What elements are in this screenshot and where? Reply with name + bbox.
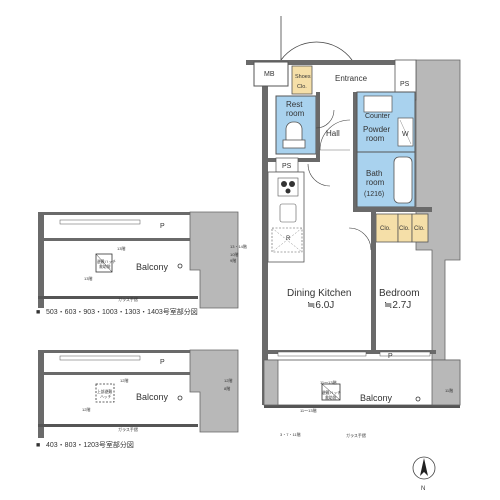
var-b-balcony-label: Balcony — [136, 392, 169, 402]
bath-size-label: (1216) — [364, 191, 384, 198]
var-a-tag-4: 9階 — [230, 257, 236, 263]
closet-3-label: Clo. — [414, 226, 425, 232]
shoes-label: Shoes — [295, 74, 311, 80]
powder-label-2: room — [366, 134, 385, 143]
main-tag-1: 11〜13階 — [320, 379, 337, 385]
restroom-label-1: Rest — [286, 100, 303, 109]
north-compass-icon — [412, 456, 436, 480]
hall-door-icon — [319, 119, 351, 151]
bath-label-2: room — [366, 178, 385, 187]
var-a-tag-5: 13階 — [84, 275, 92, 281]
closet-1-label: Clo. — [380, 226, 391, 232]
bedroom-label: Bedroom — [379, 288, 420, 299]
var-b-tag-3: 8階 — [224, 385, 230, 391]
dining-kitchen-label: Dining Kitchen — [287, 288, 351, 299]
hall-label: Hall — [326, 129, 340, 138]
var-a-hatch-1: 避難ハッチ — [97, 259, 116, 264]
closet-3 — [411, 213, 429, 243]
mb-box — [253, 61, 289, 87]
var-a-tag-3: 10階 — [230, 251, 238, 257]
var-a-glass-rail: ガラス手摺 — [118, 296, 138, 302]
var-b-tag-2: 12階 — [224, 377, 232, 383]
main-glass-rail: ガラス手摺 — [346, 432, 366, 438]
var-b-caption-bullet: ■ — [36, 442, 40, 449]
north-label: N — [421, 486, 425, 492]
ps-mid-label: PS — [282, 163, 292, 170]
var-b-glass-rail: ガラス手摺 — [118, 426, 138, 432]
var-a-p-label: P — [160, 223, 165, 230]
dining-kitchen-size: ≒6.0J — [307, 300, 334, 311]
var-b-hatch-2: ハッチ — [100, 394, 112, 399]
variant-b-plan — [38, 349, 239, 438]
counter — [363, 95, 393, 113]
var-b-tag-4: 12階 — [82, 406, 90, 412]
closet-2-label: Clo. — [399, 226, 410, 232]
var-a-tag-2: 13・14階 — [230, 243, 247, 249]
main-balcony-label: Balcony — [360, 393, 393, 403]
var-a-caption: 503・603・903・1003・1303・1403号室部分図 — [46, 307, 198, 316]
bedroom-door-icon — [348, 227, 372, 251]
main-tag-2: 11階 — [445, 387, 453, 393]
bedroom-size: ≒2.7J — [384, 300, 411, 311]
main-hatch-2: 救助袋 — [325, 395, 337, 400]
bath-label-1: Bath — [366, 169, 382, 178]
mb-label: MB — [264, 71, 275, 78]
sink-icon — [279, 203, 297, 223]
top-wall — [246, 60, 416, 65]
shoes-closet — [291, 65, 313, 95]
window-bedroom — [379, 351, 431, 357]
window-dk — [277, 351, 367, 357]
main-tag-4: 3・7・11階 — [280, 431, 301, 437]
var-b-caption: 403・803・1203号室部分図 — [46, 440, 134, 449]
fridge-mark: R — [286, 236, 291, 242]
drain-icon — [415, 396, 421, 402]
var-a-balcony-label: Balcony — [136, 262, 169, 272]
variant-a-plan — [38, 211, 239, 309]
var-b-p-label: P — [160, 359, 165, 366]
restroom-label-2: room — [286, 109, 305, 118]
washer-label: W — [402, 131, 409, 138]
var-b-tag-1: 12階 — [120, 377, 128, 383]
p-main-label: P — [388, 353, 393, 360]
shoes-sub-label: Clo. — [297, 84, 307, 90]
var-a-caption-bullet: ■ — [36, 309, 40, 316]
var-a-tag-1: 13階 — [117, 245, 125, 251]
bathtub-icon — [393, 156, 413, 204]
counter-label: Counter — [365, 113, 391, 120]
main-tag-3: 11〜13階 — [300, 407, 317, 413]
ps-top-label: PS — [400, 81, 410, 88]
entrance-door-icon — [280, 16, 353, 61]
main-hatch-1: 避難ハッチ — [322, 390, 341, 395]
left-wall — [262, 60, 268, 405]
powder-label-1: Powder — [363, 125, 390, 134]
var-b-hatch-1: 上部避難 — [97, 389, 112, 394]
var-a-hatch-2: 救助袋 — [99, 264, 111, 269]
entrance-label: Entrance — [335, 74, 368, 83]
stove-icon — [277, 177, 299, 197]
